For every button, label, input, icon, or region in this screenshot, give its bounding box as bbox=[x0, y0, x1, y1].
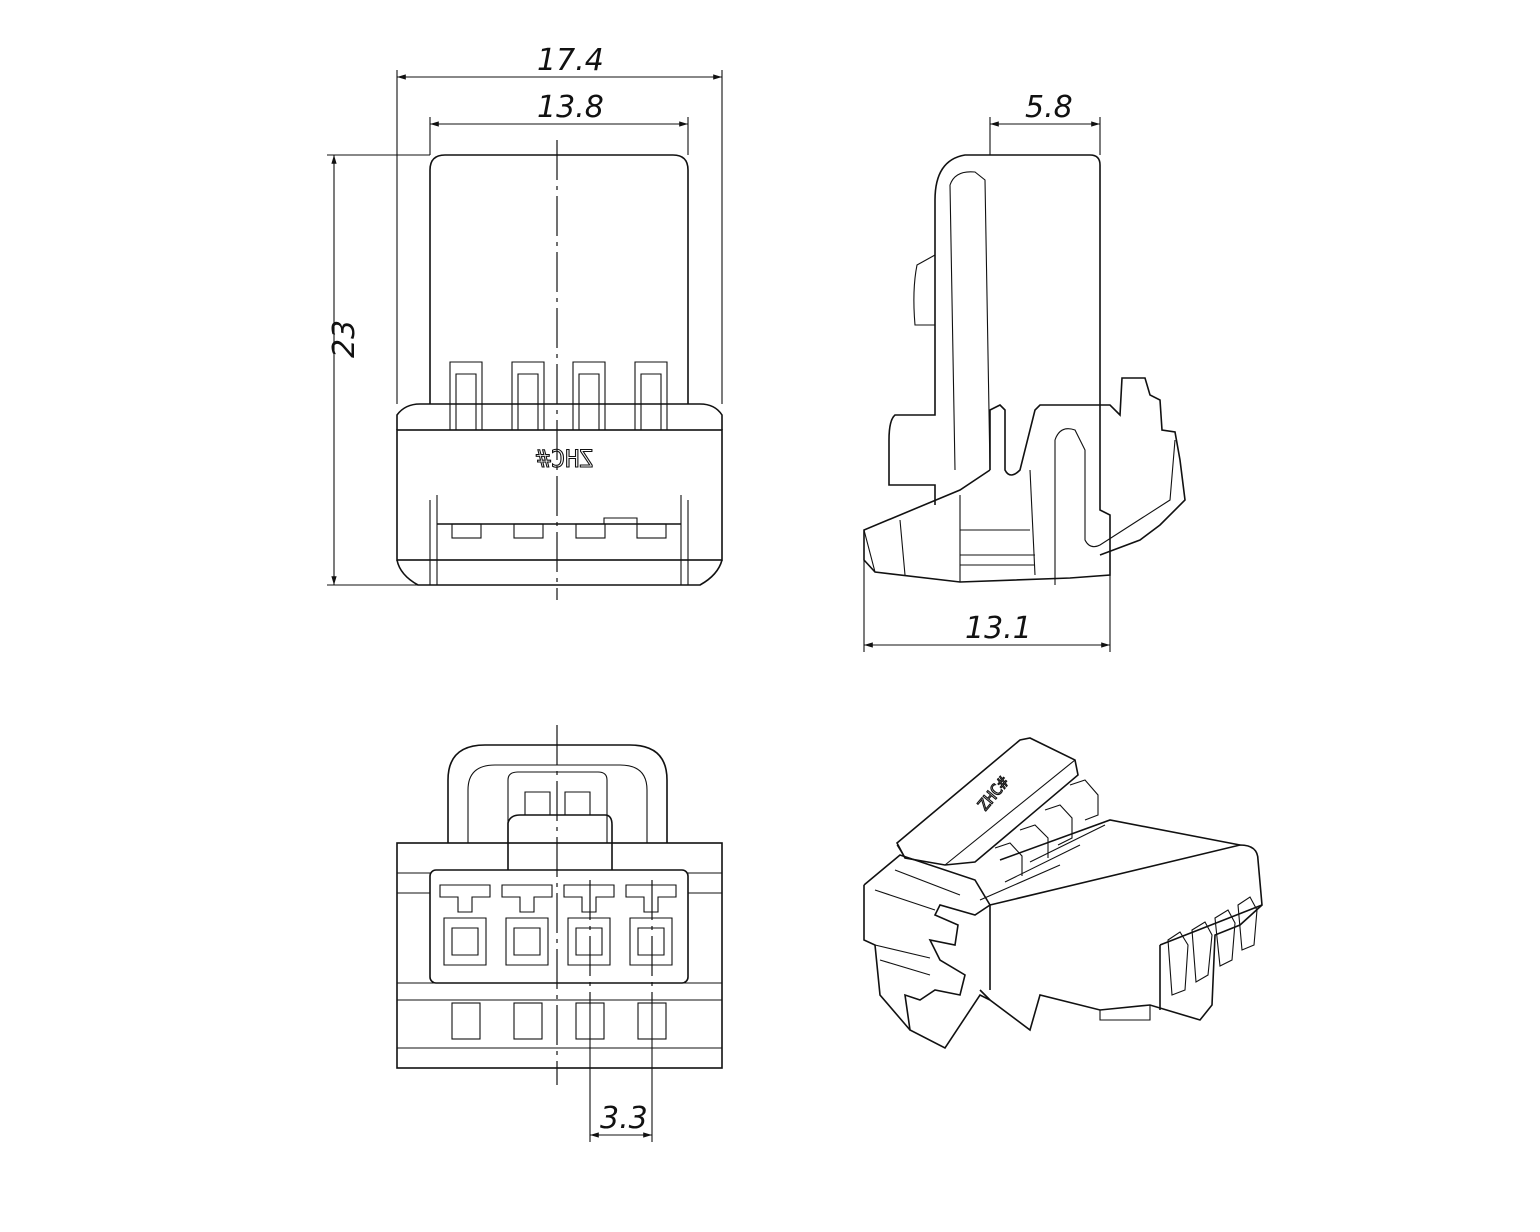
dimension-label: 17.4 bbox=[537, 43, 604, 78]
front-terminals bbox=[449, 361, 668, 539]
dimension-label: 23 bbox=[327, 320, 362, 358]
dimension-17-4: 17.4 bbox=[396, 43, 723, 404]
dimension-label: 3.3 bbox=[600, 1101, 648, 1136]
front-view: ZHC# 17.4 13.8 23 bbox=[327, 43, 723, 600]
side-view: 5.8 13.1 bbox=[863, 90, 1186, 652]
bottom-view: 3.3 bbox=[396, 725, 723, 1142]
dimension-label: 13.1 bbox=[965, 611, 1032, 646]
dimension-label: 5.8 bbox=[1025, 90, 1073, 125]
isometric-view: ZHC# bbox=[863, 737, 1263, 1050]
dimension-23: 23 bbox=[327, 154, 430, 586]
dimension-13-8: 13.8 bbox=[429, 90, 689, 155]
dimension-13-1: 13.1 bbox=[863, 560, 1111, 652]
iso-marking: ZHC# bbox=[974, 773, 1014, 815]
dimension-5-8: 5.8 bbox=[989, 90, 1101, 155]
bottom-cavities bbox=[439, 884, 677, 1040]
dimension-3-3: 3.3 bbox=[589, 1000, 653, 1142]
housing-marking: ZHC# bbox=[536, 445, 594, 473]
dimension-label: 13.8 bbox=[537, 90, 604, 125]
